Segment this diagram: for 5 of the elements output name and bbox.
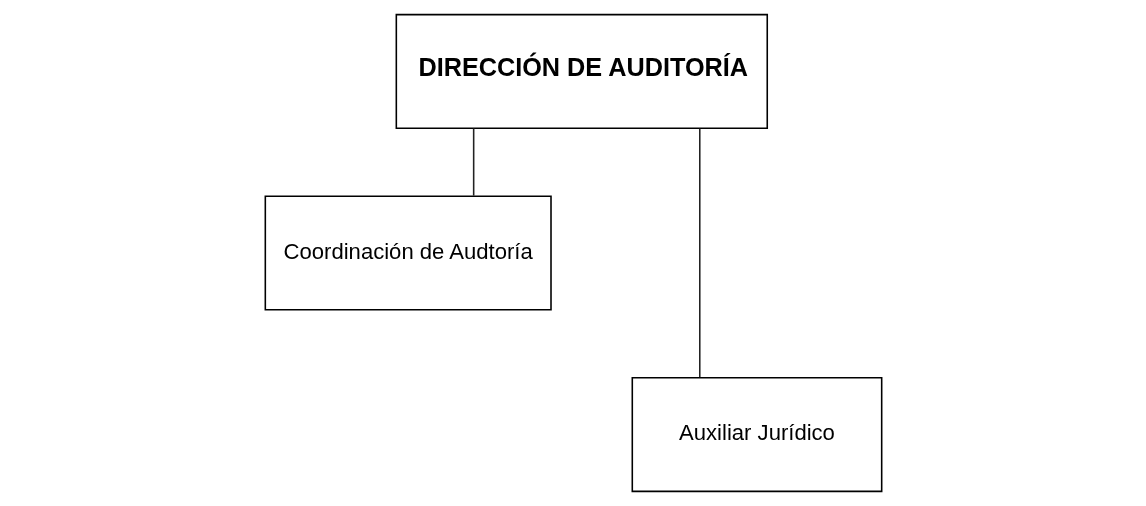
node-box: DIRECCIÓN DE AUDITORÍA	[395, 13, 768, 130]
connector	[472, 127, 474, 197]
node-box: Coordinación de Audtoría	[264, 195, 552, 311]
node-box: Auxiliar Jurídico	[631, 376, 882, 493]
connector	[698, 127, 701, 378]
